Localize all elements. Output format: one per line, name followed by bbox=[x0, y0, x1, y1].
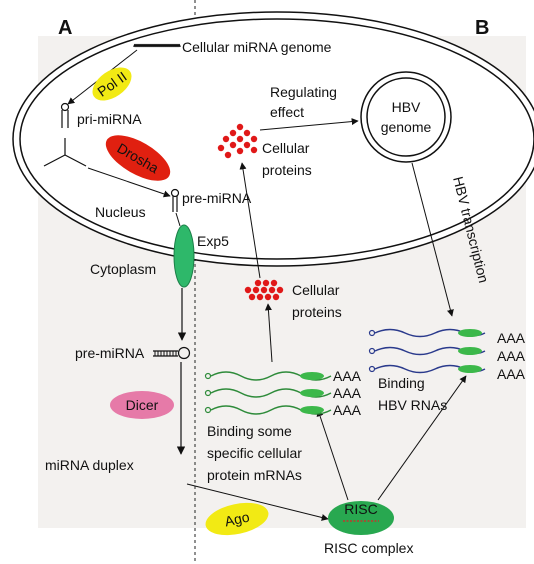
hbv-genome-label-2: genome bbox=[381, 119, 432, 135]
binding-hbv-label-2: HBV RNAs bbox=[378, 397, 447, 413]
arrow-regulating-effect bbox=[259, 118, 359, 131]
hbv-rna-2: AAA bbox=[368, 346, 526, 364]
arrow-risc-to-hbv-rna bbox=[377, 375, 467, 501]
mirna-genome-coil bbox=[133, 43, 181, 48]
risc-complex-label: RISC complex bbox=[324, 540, 413, 556]
pre-mirna-nucleus-label: pre-miRNA bbox=[182, 190, 252, 206]
svg-text:AAA: AAA bbox=[497, 348, 526, 364]
arrow-pre-to-exp5 bbox=[175, 212, 181, 227]
nucleus-inner-membrane bbox=[19, 18, 534, 260]
dicer-label: Dicer bbox=[126, 397, 159, 413]
arrow-mrna-to-proteins bbox=[264, 303, 273, 363]
exp5-transporter bbox=[173, 224, 195, 288]
pre-mirna-nucleus-hairpin bbox=[170, 188, 180, 212]
hbv-genome-outer bbox=[360, 71, 452, 163]
cellular-mrna-1: AAA bbox=[204, 368, 362, 384]
nucleus-label: Nucleus bbox=[95, 204, 146, 220]
hbv-rna-1: AAA bbox=[368, 328, 526, 346]
risc-label: RISC bbox=[344, 501, 377, 517]
svg-text:AAA: AAA bbox=[333, 402, 362, 418]
cellular-proteins-mid-label-2: proteins bbox=[292, 304, 342, 320]
arrow-duplex-to-risc bbox=[186, 483, 329, 521]
hbv-genome-label-1: HBV bbox=[392, 99, 421, 115]
pre-mirna-cytoplasm-label: pre-miRNA bbox=[75, 345, 145, 361]
binding-cellular-label-3: protein mRNAs bbox=[207, 467, 302, 483]
svg-text:AAA: AAA bbox=[333, 368, 362, 384]
cellular-proteins-mid-label-1: Cellular bbox=[292, 282, 340, 298]
pre-mirna-cytoplasm-hairpin bbox=[153, 346, 191, 360]
binding-cellular-label-2: specific cellular bbox=[207, 445, 302, 461]
risc-complex bbox=[328, 501, 394, 535]
exp5-label: Exp5 bbox=[197, 233, 229, 249]
binding-cellular-label-1: Binding some bbox=[207, 423, 292, 439]
ago-protein: Ago bbox=[205, 502, 269, 536]
cellular-mirna-genome-label: Cellular miRNA genome bbox=[182, 39, 332, 55]
binding-hbv-label-1: Binding bbox=[378, 375, 425, 391]
svg-text:AAA: AAA bbox=[497, 366, 526, 382]
arrow-proteins-to-nucleus bbox=[239, 162, 261, 279]
svg-text:AAA: AAA bbox=[497, 330, 526, 346]
cellular-mrna-3: AAA bbox=[204, 402, 362, 418]
dicer-enzyme bbox=[110, 391, 174, 419]
pri-mirna-label: pri-miRNA bbox=[77, 111, 142, 127]
pri-mirna-hairpin bbox=[60, 102, 70, 128]
arrow-hbv-transcription bbox=[411, 162, 454, 317]
hbv-rna-3: AAA bbox=[368, 364, 526, 382]
cellular-proteins-mid-cluster bbox=[244, 279, 284, 301]
panel-label-b: B bbox=[475, 17, 489, 39]
cellular-mrna-2: AAA bbox=[204, 385, 362, 401]
regulating-effect-label-1: Regulating bbox=[270, 84, 337, 100]
svg-text:Ago: Ago bbox=[223, 509, 251, 530]
cellular-proteins-top-label-1: Cellular bbox=[262, 140, 310, 156]
arrow-fork-to-pre bbox=[87, 167, 171, 198]
cellular-proteins-top-cluster bbox=[217, 123, 258, 159]
hbv-genome-inner bbox=[366, 77, 446, 157]
mirna-duplex-label: miRNA duplex bbox=[45, 457, 134, 473]
cytoplasm-label: Cytoplasm bbox=[90, 261, 156, 277]
arrow-risc-to-cellular-mrna bbox=[316, 409, 349, 501]
svg-text:AAA: AAA bbox=[333, 385, 362, 401]
cellular-proteins-top-label-2: proteins bbox=[262, 162, 312, 178]
panel-label-a: A bbox=[58, 17, 72, 39]
pri-mirna-fork bbox=[43, 138, 87, 167]
regulating-effect-label-2: effect bbox=[270, 104, 304, 120]
